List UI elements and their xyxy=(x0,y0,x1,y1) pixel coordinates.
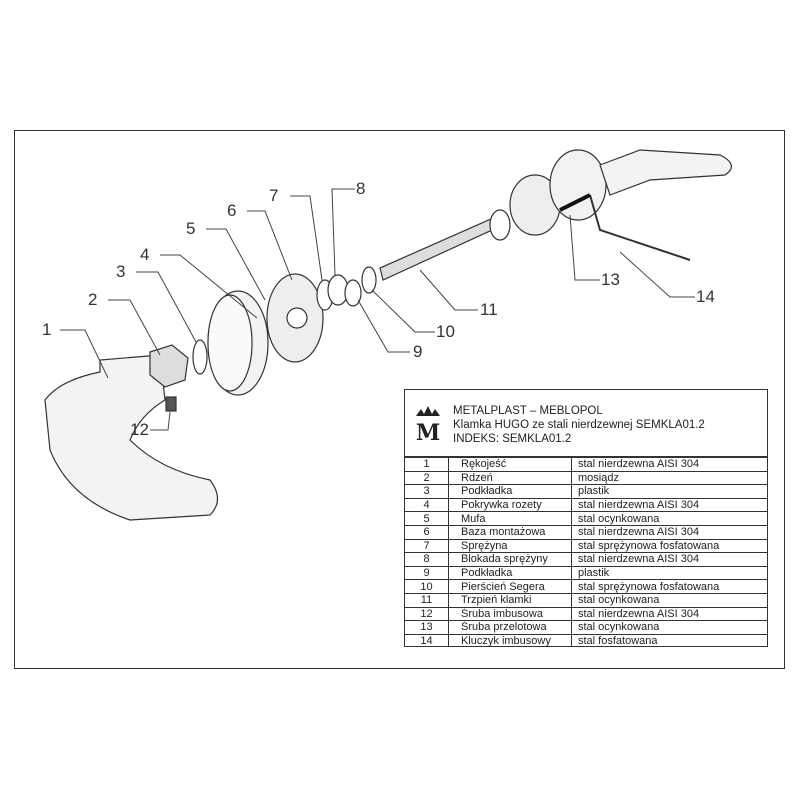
part-material: plastik xyxy=(571,484,767,499)
callout-6: 6 xyxy=(227,201,237,220)
callout-13: 13 xyxy=(601,270,620,289)
part-number: 4 xyxy=(405,497,449,513)
part-material: mosiądz xyxy=(571,470,767,486)
part-name: Mufa xyxy=(448,511,572,526)
screw-part xyxy=(165,396,177,412)
part-material: stal sprężynowa fosfatowana xyxy=(571,538,767,554)
part-material: stal nierdzewna AISI 304 xyxy=(571,524,767,540)
part-name: Kluczyk imbusowy xyxy=(448,633,572,648)
part-name: Trzpień klamki xyxy=(448,592,572,608)
hex-key-part xyxy=(589,194,691,261)
part-material: stal sprężynowa fosfatowana xyxy=(571,579,767,594)
part-material: stal ocynkowana xyxy=(571,511,767,526)
part-name: Rdzeń xyxy=(448,470,572,486)
part-number: 14 xyxy=(405,633,449,648)
rear-handle-part xyxy=(599,149,732,196)
part-number: 8 xyxy=(405,552,449,567)
part-number: 6 xyxy=(405,524,449,540)
rear-rosette-part xyxy=(549,149,607,221)
part-number: 1 xyxy=(405,457,449,472)
part-number: 5 xyxy=(405,511,449,526)
part-material: plastik xyxy=(571,565,767,581)
part-name: Rękojeść xyxy=(448,457,572,472)
callout-3: 3 xyxy=(116,262,126,281)
part-material: stal nierdzewna AISI 304 xyxy=(571,497,767,513)
part-material: stal fosfatowana xyxy=(571,633,767,648)
part-material: stal nierdzewna AISI 304 xyxy=(571,552,767,567)
part-number: 13 xyxy=(405,620,449,635)
leader-lines xyxy=(60,188,695,431)
part-name: Blokada sprężyny xyxy=(448,552,572,567)
spindle-part xyxy=(379,214,504,281)
part-material: stal nierdzewna AISI 304 xyxy=(571,457,767,472)
callout-12: 12 xyxy=(130,420,149,439)
part-name: Baza montażowa xyxy=(448,524,572,540)
circlip-part xyxy=(361,266,377,294)
callout-9: 9 xyxy=(413,342,423,361)
part-material: stal nierdzewna AISI 304 xyxy=(571,606,767,622)
part-number: 11 xyxy=(405,592,449,608)
handle-part xyxy=(44,354,219,521)
callout-11: 11 xyxy=(480,300,498,319)
part-material: stal ocynkowana xyxy=(571,592,767,608)
washer-part-9 xyxy=(344,279,362,307)
part-name: Pokrywka rozety xyxy=(448,497,572,513)
callout-7: 7 xyxy=(269,186,279,205)
callout-14: 14 xyxy=(696,287,715,306)
parts-list-table: M METALPLAST – MEBLOPOL Klamka HUGO ze s… xyxy=(404,389,768,648)
core-part xyxy=(149,344,189,388)
part-name: Śruba przelotowa xyxy=(448,620,572,635)
product-name: Klamka HUGO ze stali nierdzewnej SEMKLA0… xyxy=(453,419,705,431)
part-number: 12 xyxy=(405,606,449,622)
company-logo: M xyxy=(416,406,440,444)
part-number: 10 xyxy=(405,579,449,594)
part-number: 3 xyxy=(405,484,449,499)
part-number: 2 xyxy=(405,470,449,486)
part-material: stal ocynkowana xyxy=(571,620,767,635)
part-number: 9 xyxy=(405,565,449,581)
title-block: M METALPLAST – MEBLOPOL Klamka HUGO ze s… xyxy=(405,390,767,457)
callout-5: 5 xyxy=(186,219,196,238)
part-name: Podkładka xyxy=(448,484,572,499)
part-name: Sprężyna xyxy=(448,538,572,554)
part-name: Podkładka xyxy=(448,565,572,581)
company-name: METALPLAST – MEBLOPOL xyxy=(453,405,603,417)
product-index: INDEKS: SEMKLA01.2 xyxy=(453,433,572,445)
part-number: 7 xyxy=(405,538,449,554)
callout-4: 4 xyxy=(140,245,150,264)
washer-part xyxy=(192,339,208,375)
part-name: Śruba imbusowa xyxy=(448,606,572,622)
callout-1: 1 xyxy=(42,320,52,339)
callout-10: 10 xyxy=(436,322,455,341)
svg-text:M: M xyxy=(416,420,440,444)
part-name: Pierścień Segera xyxy=(448,579,572,594)
callout-8: 8 xyxy=(356,179,366,198)
callout-2: 2 xyxy=(88,290,98,309)
drawing-frame xyxy=(14,130,785,669)
